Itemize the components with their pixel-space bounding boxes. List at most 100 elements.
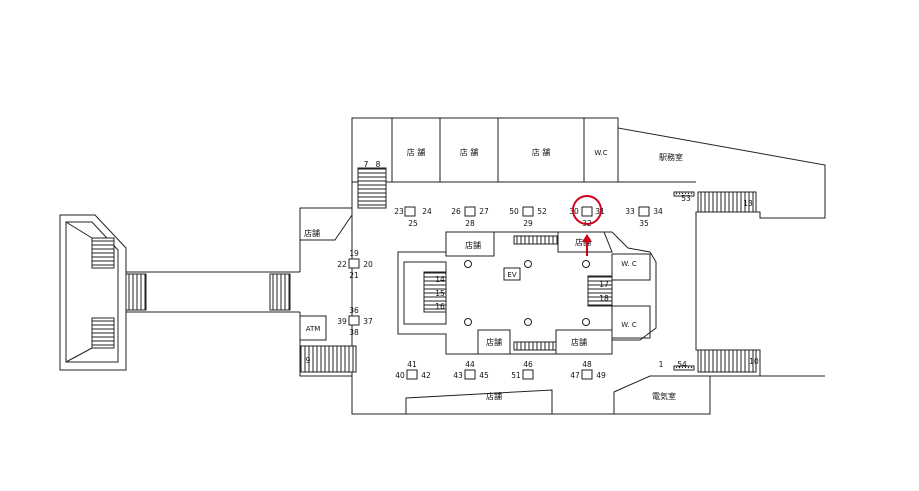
exit-number: 14 <box>435 275 445 284</box>
gate-icon <box>348 315 360 326</box>
exit-number: 33 <box>625 207 635 216</box>
exit-number: 28 <box>465 219 475 228</box>
exit-number: 15 <box>435 289 445 298</box>
exit-number: 10 <box>749 357 759 366</box>
exit-number: 16 <box>435 302 445 311</box>
room-label-shop: 店 舗 <box>532 147 551 157</box>
exit-number: 50 <box>509 207 519 216</box>
exit-number: 42 <box>421 371 431 380</box>
bottom-shop-outline <box>405 389 553 414</box>
room-label-electric-room: 電気室 <box>652 391 676 401</box>
room-label-atm: ATM <box>306 325 321 333</box>
room-label-shop: 店 舗 <box>460 147 479 157</box>
room-label-shop: 店舗 <box>486 337 502 347</box>
exit-number: 20 <box>363 260 373 269</box>
central-concourse <box>397 231 657 355</box>
room-label-shop: 店舗 <box>486 391 502 401</box>
exit-number: 44 <box>465 360 475 369</box>
exit-number: 41 <box>407 360 417 369</box>
gate-icon <box>406 369 418 380</box>
highlight-marker <box>572 195 602 256</box>
exit-number: 27 <box>479 207 489 216</box>
escalator-bottom <box>513 341 557 351</box>
stairs-exit-13 <box>697 191 757 213</box>
exit-number: 9 <box>306 356 311 365</box>
connecting-corridor <box>125 271 300 313</box>
exit-number: 8 <box>376 160 381 169</box>
exit-number: 26 <box>451 207 461 216</box>
room-label-elevator: EV <box>507 271 516 279</box>
stairs-exit-9 <box>299 345 357 373</box>
exit-number: 54 <box>677 360 687 369</box>
exit-number: 13 <box>743 199 753 208</box>
exit-number: 43 <box>453 371 463 380</box>
gate-icon <box>522 206 534 217</box>
exit-number: 49 <box>596 371 606 380</box>
exit-number: 48 <box>582 360 592 369</box>
gate-icon <box>638 206 650 217</box>
left-stairs-lower <box>91 317 115 349</box>
left-building <box>59 214 127 371</box>
exit-number: 19 <box>349 249 359 258</box>
gate-icon <box>404 206 416 217</box>
room-label-wc: W. C <box>621 260 637 268</box>
pillar <box>464 260 472 268</box>
exit-number: 36 <box>349 306 359 315</box>
exit-number: 23 <box>394 207 404 216</box>
stairs-exit-7-8 <box>357 167 387 209</box>
exit-number: 17 <box>599 280 609 289</box>
exit-number: 18 <box>599 294 609 303</box>
gate-icon <box>522 369 534 380</box>
exit-number: 40 <box>395 371 405 380</box>
exit-number: 45 <box>479 371 489 380</box>
exit-number: 21 <box>349 271 359 280</box>
highlight-circle <box>572 195 602 225</box>
room-label-wc: W. C <box>621 321 637 329</box>
gate-icon <box>581 369 593 380</box>
left-shop-outline <box>300 207 353 241</box>
exit-number: 46 <box>523 360 533 369</box>
room-label-shop: 店 舗 <box>407 147 426 157</box>
room-label-station-office: 駅務室 <box>659 152 683 162</box>
gate-icon <box>581 206 593 217</box>
pillar <box>524 318 532 326</box>
exit-number: 39 <box>337 317 347 326</box>
stairs-exit-10 <box>697 349 757 373</box>
tactile-53 <box>673 191 695 197</box>
center-stairs-right <box>587 275 613 307</box>
escalator-top <box>513 235 559 245</box>
exit-number: 34 <box>653 207 663 216</box>
exit-number: 24 <box>422 207 432 216</box>
exit-number: 52 <box>537 207 547 216</box>
pillar <box>582 260 590 268</box>
exit-number: 47 <box>570 371 580 380</box>
exit-number: 35 <box>639 219 649 228</box>
left-stairs-upper <box>91 237 115 269</box>
tactile-54 <box>673 365 695 371</box>
exit-number: 51 <box>511 371 521 380</box>
pillar <box>524 260 532 268</box>
room-label-wc: W.C <box>594 149 607 157</box>
top-shops <box>391 117 696 183</box>
gate-icon <box>348 258 360 269</box>
exit-number: 7 <box>364 160 369 169</box>
exit-number: 22 <box>337 260 347 269</box>
electric-room-outline <box>613 375 710 414</box>
pillar <box>582 318 590 326</box>
gate-icon <box>464 206 476 217</box>
exit-number: 30 <box>569 207 579 216</box>
exit-number: 29 <box>523 219 533 228</box>
exit-number: 25 <box>408 219 418 228</box>
room-label-shop: 店舗 <box>571 337 587 347</box>
room-label-shop: 店舗 <box>304 228 320 238</box>
exit-number: 53 <box>681 194 691 203</box>
gate-icon <box>464 369 476 380</box>
center-stairs-left <box>423 271 447 313</box>
elevator <box>503 267 521 281</box>
gate-icons <box>348 206 650 380</box>
corridor-stairs-right <box>269 273 291 311</box>
corridor-stairs-left <box>125 273 147 311</box>
exit-number: 38 <box>349 328 359 337</box>
room-label-shop: 店舗 <box>465 240 481 250</box>
